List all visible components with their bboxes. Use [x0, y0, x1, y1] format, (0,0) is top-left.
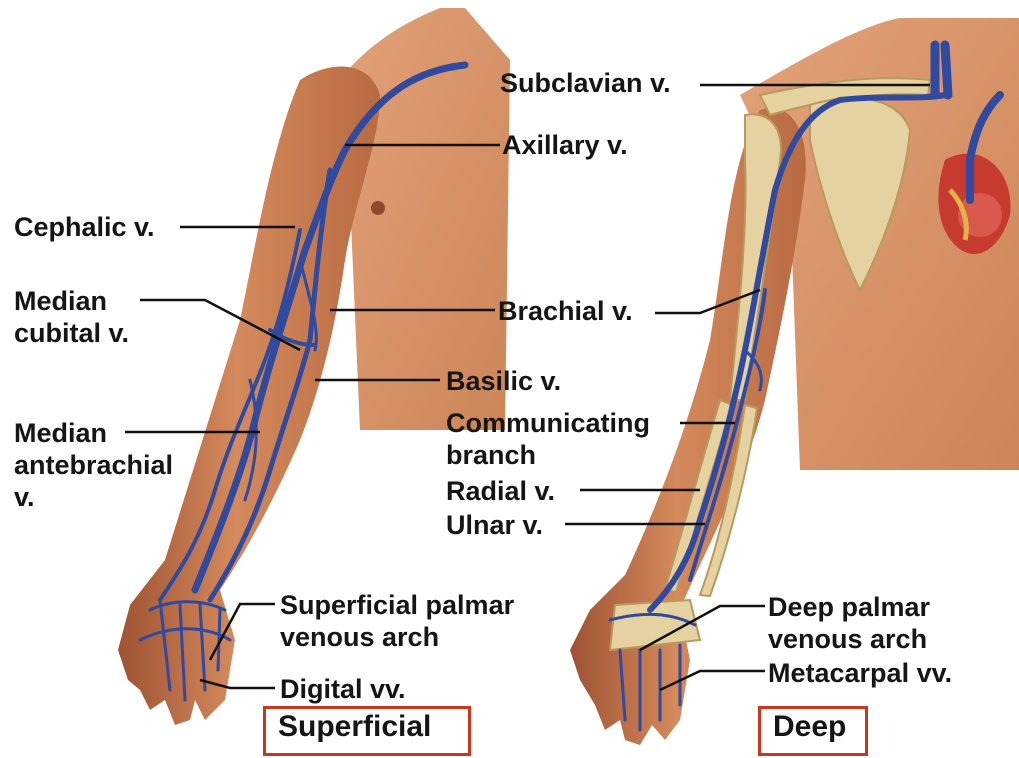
- label-brachial-v: Brachial v.: [498, 296, 633, 326]
- label-communicating-line1: Communicating: [446, 408, 650, 438]
- label-median-antebrachial-line3: v.: [14, 482, 35, 512]
- label-digital-vv: Digital vv.: [280, 674, 406, 704]
- label-ulnar-v: Ulnar v.: [446, 510, 543, 540]
- label-metacarpal-vv: Metacarpal vv.: [768, 658, 952, 688]
- label-subclavian-v: Subclavian v.: [500, 68, 671, 98]
- panel-label-deep: Deep: [758, 706, 868, 756]
- label-radial-v: Radial v.: [446, 476, 555, 506]
- label-median-cubital-line1: Median: [14, 286, 107, 316]
- label-median-antebrachial-line2: antebrachial: [14, 450, 173, 480]
- label-median-cubital-line2: cubital v.: [14, 318, 129, 348]
- panel-label-superficial: Superficial: [263, 706, 471, 756]
- label-basilic-v: Basilic v.: [446, 366, 561, 396]
- label-superficial-palmar-line1: Superficial palmar: [280, 590, 514, 620]
- label-cephalic-v: Cephalic v.: [14, 212, 155, 242]
- label-axillary-v: Axillary v.: [502, 130, 628, 160]
- label-median-antebrachial-line1: Median: [14, 418, 107, 448]
- label-deep-palmar-line2: venous arch: [768, 624, 927, 654]
- label-superficial-palmar-line2: venous arch: [280, 622, 439, 652]
- nipple-shape: [371, 201, 385, 215]
- label-deep-palmar-line1: Deep palmar: [768, 592, 930, 622]
- label-communicating-line2: branch: [446, 440, 536, 470]
